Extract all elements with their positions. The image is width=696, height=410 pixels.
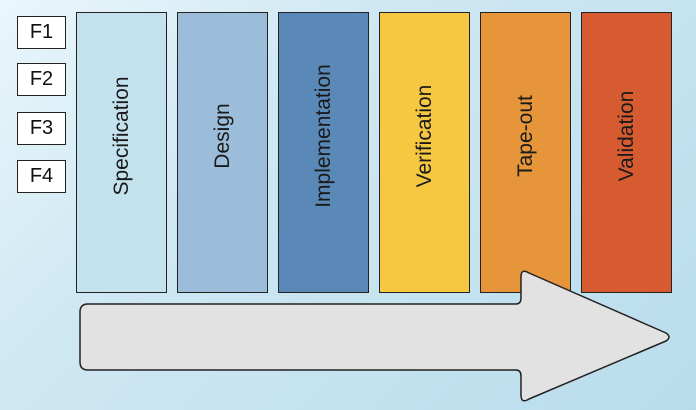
feature-box-f2: F2 (17, 63, 66, 96)
phase-validation: Validation (581, 12, 672, 293)
feature-label-f2: F2 (29, 68, 54, 90)
feature-box-f1: F1 (17, 16, 66, 49)
feature-label-f4: F4 (29, 165, 54, 187)
phase-implementation: Implementation (278, 12, 369, 293)
phase-tape-out: Tape-out (480, 12, 571, 293)
feature-label-f1: F1 (29, 21, 54, 43)
feature-box-f3: F3 (17, 112, 66, 145)
phase-design: Design (177, 12, 268, 293)
feature-box-f4: F4 (17, 160, 66, 193)
phase-specification: Specification (76, 12, 167, 293)
feature-label-f3: F3 (29, 117, 54, 139)
flow-arrow-shape (79, 270, 670, 402)
phase-verification: Verification (379, 12, 470, 293)
